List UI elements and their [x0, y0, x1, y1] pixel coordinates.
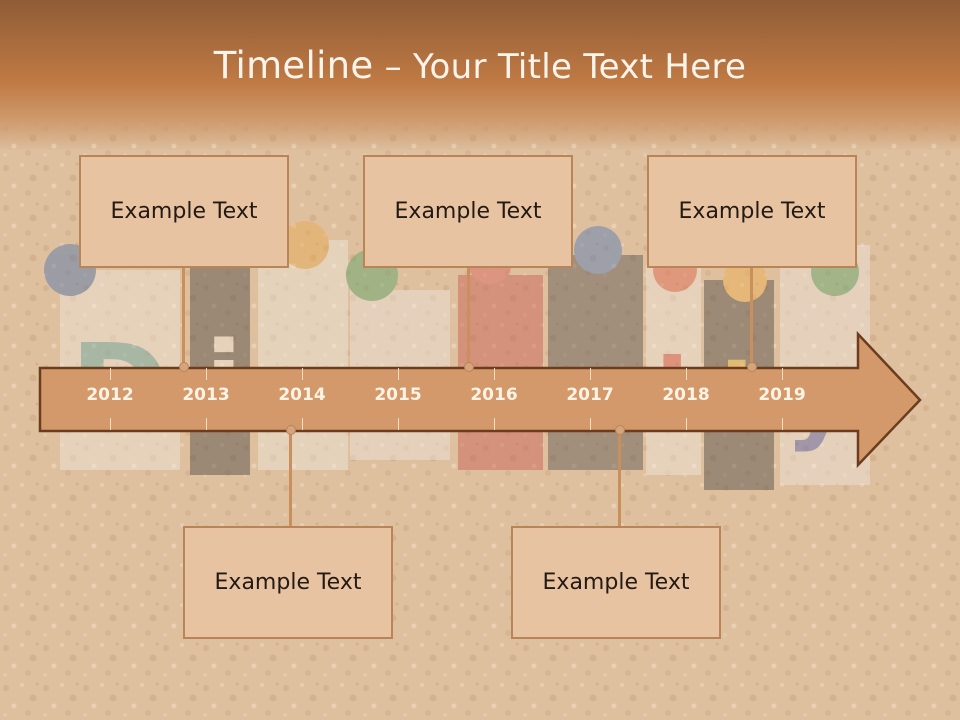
year-label: 2013	[182, 385, 230, 405]
callout-box-bottom[interactable]: Example Text	[511, 526, 721, 639]
connector-top-3	[750, 268, 753, 368]
tick-2014-bottom	[302, 418, 303, 430]
title-rest: – Your Title Text Here	[373, 47, 747, 87]
tick-2015-top	[398, 368, 399, 380]
tick-2018-top	[686, 368, 687, 380]
tick-2017-top	[590, 368, 591, 380]
year-label: 2014	[278, 385, 326, 405]
tick-2017-bottom	[590, 418, 591, 430]
tick-2013-top	[206, 368, 207, 380]
year-label: 2012	[86, 385, 134, 405]
milestone-dot-top-2	[464, 362, 474, 372]
year-label: 2018	[662, 385, 710, 405]
tick-2019-top	[782, 368, 783, 380]
callout-box-top[interactable]: Example Text	[647, 155, 857, 268]
milestone-dot-top-1	[179, 362, 189, 372]
year-label: 2015	[374, 385, 422, 405]
connector-top-1	[182, 268, 185, 368]
callout-box-bottom[interactable]: Example Text	[183, 526, 393, 639]
title-banner: Timeline – Your Title Text Here	[0, 0, 960, 150]
connector-bottom-1	[289, 430, 292, 527]
tick-2012-bottom	[110, 418, 111, 430]
tick-2012-top	[110, 368, 111, 380]
connector-bottom-2	[618, 430, 621, 527]
callout-box-top[interactable]: Example Text	[363, 155, 573, 268]
tick-2014-top	[302, 368, 303, 380]
tick-2016-bottom	[494, 418, 495, 430]
year-label: 2016	[470, 385, 518, 405]
milestone-dot-top-3	[747, 362, 757, 372]
title-lead: Timeline	[213, 44, 374, 87]
tick-2016-top	[494, 368, 495, 380]
year-label: 2019	[758, 385, 806, 405]
tick-2013-bottom	[206, 418, 207, 430]
callout-box-top[interactable]: Example Text	[79, 155, 289, 268]
milestone-dot-bottom-1	[286, 425, 296, 435]
tick-2019-bottom	[782, 418, 783, 430]
tick-2018-bottom	[686, 418, 687, 430]
slide-title: Timeline – Your Title Text Here	[0, 44, 960, 87]
year-label: 2017	[566, 385, 614, 405]
tick-2015-bottom	[398, 418, 399, 430]
milestone-dot-bottom-2	[615, 425, 625, 435]
connector-top-2	[467, 268, 470, 368]
